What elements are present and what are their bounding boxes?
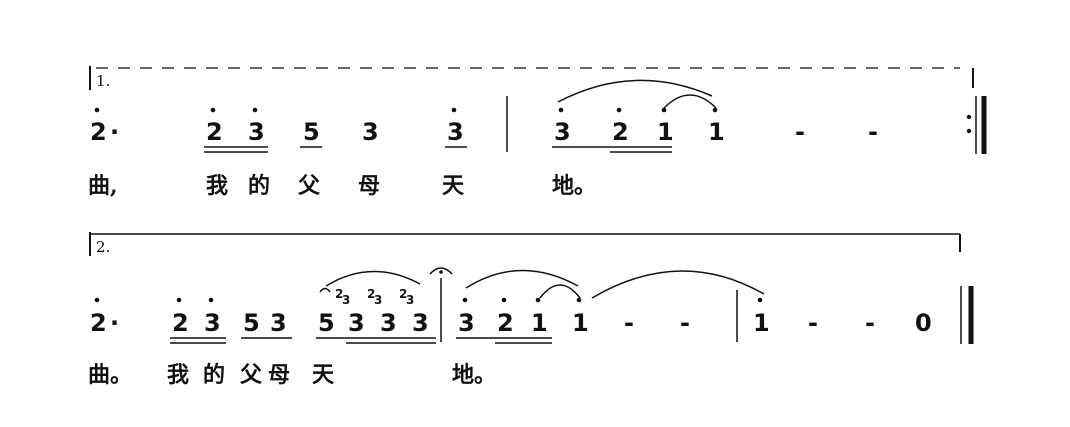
slur [325,270,421,287]
lyric: 的 [248,173,270,199]
grace-note: 2 [399,287,407,301]
grace-note: 3 [342,293,350,307]
octave-dot [462,297,468,303]
fermata [429,267,453,275]
lyric: 父 [240,362,263,388]
staff-line-2: 2 · 2 3 5 3 5 3 3 3 2 3 2 3 2 3 3 2 1 1 … [90,267,974,344]
lyric: 的 [203,362,225,388]
lyric: 我 [167,362,189,388]
grace-note: 3 [374,293,382,307]
octave-dot [616,107,622,113]
dash-extension: - [680,309,690,337]
slur [557,79,713,103]
note: 1 [657,118,674,146]
repeat-dot [966,128,972,134]
grace-note: 2 [367,287,375,301]
octave-dot [451,107,457,113]
note: 2 [206,118,223,146]
fermata [319,287,331,293]
note: 1 [753,309,770,337]
slur [591,270,765,299]
octave-dot [94,107,100,113]
note: 5 [303,118,320,146]
note: 0 [915,309,932,337]
octave-dot [757,297,763,303]
grace-note: 2 [335,287,343,301]
note: 3 [204,309,221,337]
note: 3 [380,309,397,337]
dash-extension: - [795,118,805,146]
volta-2: 2. [89,232,961,256]
volta-1: 1. [89,66,974,90]
note: 3 [458,309,475,337]
volta-2-label: 2. [96,238,110,256]
note: 3 [362,118,379,146]
note: 5 [318,309,335,337]
octave-dot [210,107,216,113]
note: 2 [497,309,514,337]
note: 3 [348,309,365,337]
staff-line-1: 2 · 2 3 5 3 3 3 2 1 1 - - [90,79,987,154]
lyric: 曲, [88,173,118,199]
note: 2 [90,309,107,337]
octave-dot [176,297,182,303]
note: 3 [554,118,571,146]
octave-dot [558,107,564,113]
dash-extension: - [624,309,634,337]
lyric: 地。 [552,173,596,199]
octave-dot [576,297,582,303]
dash-extension: - [865,309,875,337]
lyric: 我 [206,173,228,199]
lyric: 父 [298,173,321,199]
lyric: 天 [312,362,335,388]
dash-extension: - [808,309,818,337]
lyric: 母 [358,173,380,199]
octave-dot [208,297,214,303]
slur [465,269,579,289]
note: 2 [612,118,629,146]
note: 2 [172,309,189,337]
lyrics-line-2: 曲。 我 的 父 母 天 地。 [88,362,496,388]
lyric: 母 [268,362,290,388]
note: 5 [243,309,260,337]
tie [539,284,581,299]
lyric: 天 [442,173,465,199]
note: 3 [447,118,464,146]
octave-dot [501,297,507,303]
octave-dot [535,297,541,303]
tie [663,94,717,109]
octave-dot [252,107,258,113]
note: 1 [708,118,725,146]
octave-dot [712,107,718,113]
lyrics-line-1: 曲, 我 的 父 母 天 地。 [88,173,596,199]
augmentation-dot: · [110,118,119,146]
grace-note: 3 [406,293,414,307]
note: 1 [531,309,548,337]
note: 3 [270,309,287,337]
octave-dot [661,107,667,113]
note: 3 [412,309,429,337]
repeat-dot [966,114,972,120]
fermata-dot [439,270,443,274]
volta-1-label: 1. [96,72,110,90]
augmentation-dot: · [110,309,119,337]
note: 1 [572,309,589,337]
lyric: 曲。 [88,362,132,388]
note: 3 [248,118,265,146]
octave-dot [94,297,100,303]
lyric: 地。 [452,362,496,388]
note: 2 [90,118,107,146]
dash-extension: - [868,118,878,146]
